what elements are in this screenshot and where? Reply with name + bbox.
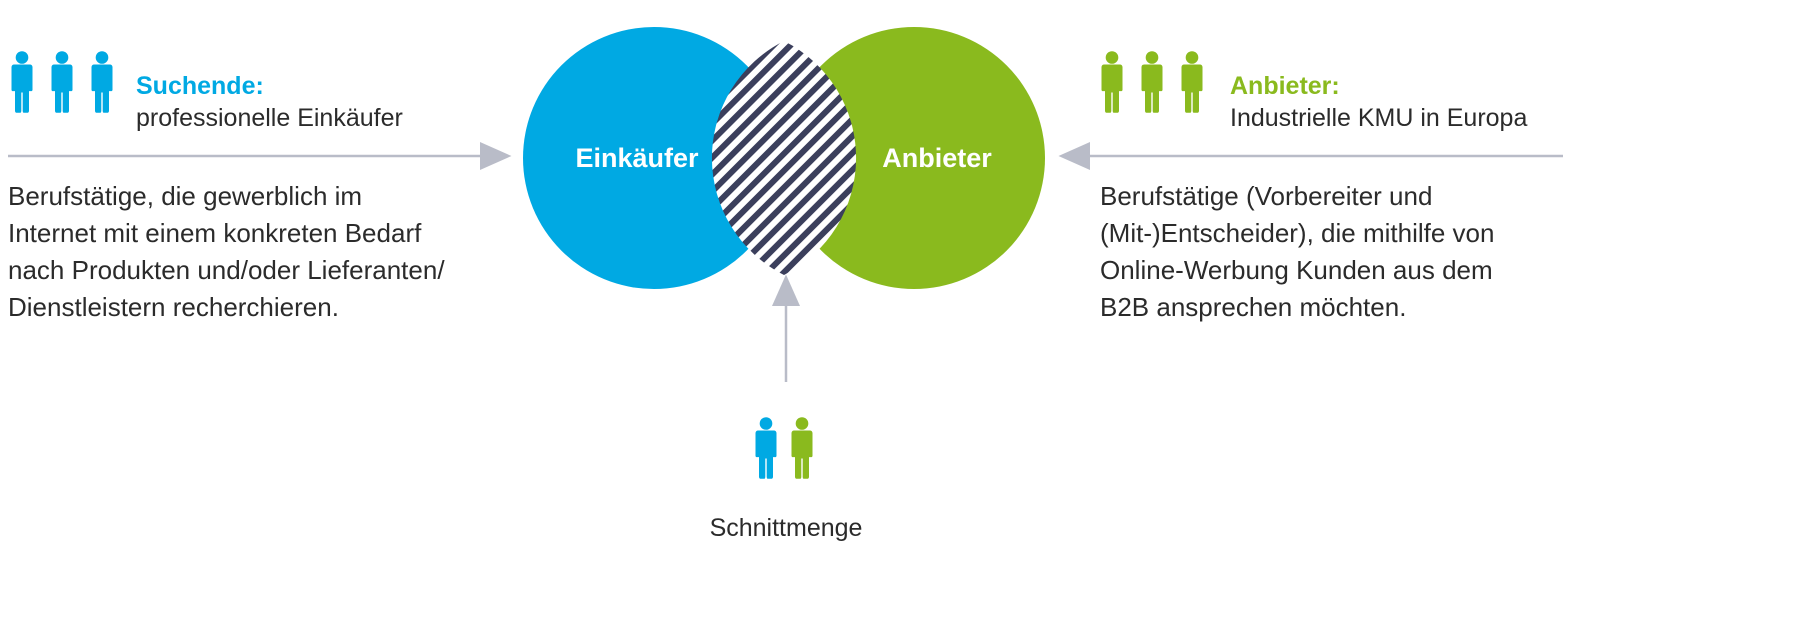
right-circle-label: Anbieter [882,143,992,173]
intersection-area [711,41,857,275]
right-description-line: Berufstätige (Vorbereiter und [1100,181,1433,211]
left-subheading: professionelle Einkäufer [136,104,403,132]
right-circle [783,27,1045,289]
intersection-label: Schnittmenge [709,514,863,542]
person-icon [752,404,780,492]
right-description: Berufstätige (Vorbereiter und (Mit-)Ents… [1100,178,1560,326]
left-description: Berufstätige, die gewerblich im Internet… [8,178,488,326]
left-circle-label: Einkäufer [575,143,699,173]
right-description-line: Online-Werbung Kunden aus dem [1100,255,1493,285]
left-description-line: Berufstätige, die gewerblich im [8,181,363,211]
left-circle [523,27,785,289]
left-description-line: Dienstleistern recherchieren. [8,292,339,322]
right-description-line: (Mit-)Entscheider), die mithilfe von [1100,218,1495,248]
person-icon [788,404,816,492]
left-heading: Suchende: [136,72,264,100]
right-heading: Anbieter: [1230,72,1340,100]
right-description-line: B2B ansprechen möchten. [1100,292,1407,322]
left-description-line: Internet mit einem konkreten Bedarf [8,218,422,248]
left-description-line: nach Produkten und/oder Lieferanten/ [8,255,445,285]
right-subheading: Industrielle KMU in Europa [1230,104,1528,132]
intersection-persons-group [752,404,816,492]
